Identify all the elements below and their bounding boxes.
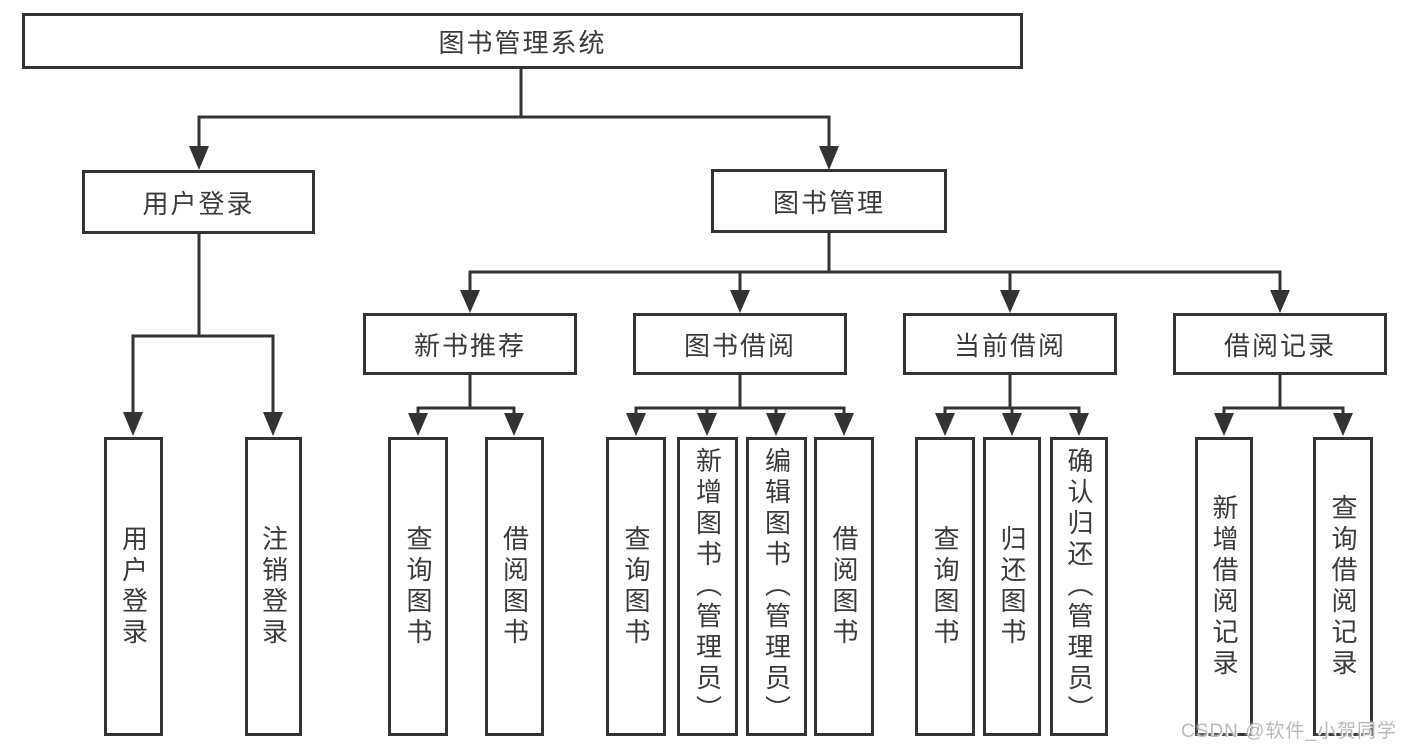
leaf-add-borrow-record: 新增借阅记录 [1195,437,1253,736]
arrowhead [408,413,524,436]
connector-line [634,375,846,416]
connector-line [416,375,516,416]
connector-line [197,69,831,149]
arrowhead [935,413,1089,436]
leaf-borrow-books: 借阅图书 [814,437,874,736]
leaf-label: 注销登录 [258,524,289,649]
leaf-label: 新增借阅记录 [1209,493,1239,680]
leaf-query-books: 查询图书 [606,437,666,736]
connector-root-split [189,69,839,170]
leaf-add-book-admin: 新增图书（管理员） [677,437,738,736]
connector-book-borrowing-split [626,375,854,436]
leaf-label: 查询图书 [621,524,651,649]
arrowhead [123,412,283,436]
arrowhead [626,413,854,436]
connector-user-login-split [123,234,283,436]
node-current-borrowing: 当前借阅 [903,313,1117,375]
connector-current-borrowing-split [935,375,1089,436]
node-book-management: 图书管理 [711,169,947,233]
leaf-label: 归还图书 [997,524,1027,649]
leaf-edit-book-admin: 编辑图书（管理员） [746,437,807,736]
node-root: 图书管理系统 [22,13,1023,69]
arrowhead [189,146,839,170]
leaf-query-borrow-record: 查询借阅记录 [1313,437,1373,736]
node-borrowing-records: 借阅记录 [1173,313,1387,375]
connector-line [468,233,1282,292]
leaf-query-books: 查询图书 [915,437,975,736]
leaf-return-books: 归还图书 [983,437,1041,736]
node-user-login: 用户登录 [82,170,315,234]
arrowhead [1214,413,1353,436]
connector-book-management-split [460,233,1290,313]
leaf-label: 查询借阅记录 [1328,493,1358,680]
node-book-borrowing: 图书借阅 [633,313,847,375]
leaf-label: 编辑图书（管理员） [761,447,792,726]
leaf-query-books: 查询图书 [388,437,448,736]
leaf-label: 借阅图书 [829,524,859,649]
leaf-user-login: 用户登录 [104,437,163,736]
csdn-watermark: CSDN @软件_小贺同学 [1181,721,1397,742]
connector-line [1222,375,1345,416]
leaf-label: 确认归还（管理员） [1064,447,1094,726]
connector-line [943,375,1081,416]
connector-new-book-split [408,375,524,436]
arrowhead [460,290,1290,313]
connector-line [131,234,275,415]
leaf-label: 查询图书 [930,524,960,649]
leaf-label: 新增图书（管理员） [692,447,723,726]
leaf-borrow-books: 借阅图书 [485,437,544,736]
leaf-label: 查询图书 [403,524,433,649]
leaf-confirm-return-admin: 确认归还（管理员） [1050,437,1108,736]
leaf-logout: 注销登录 [245,437,302,736]
connector-borrowing-records-split [1214,375,1353,436]
leaf-label: 借阅图书 [499,524,530,649]
node-new-book-recommendation: 新书推荐 [363,313,577,375]
leaf-label: 用户登录 [118,524,149,649]
